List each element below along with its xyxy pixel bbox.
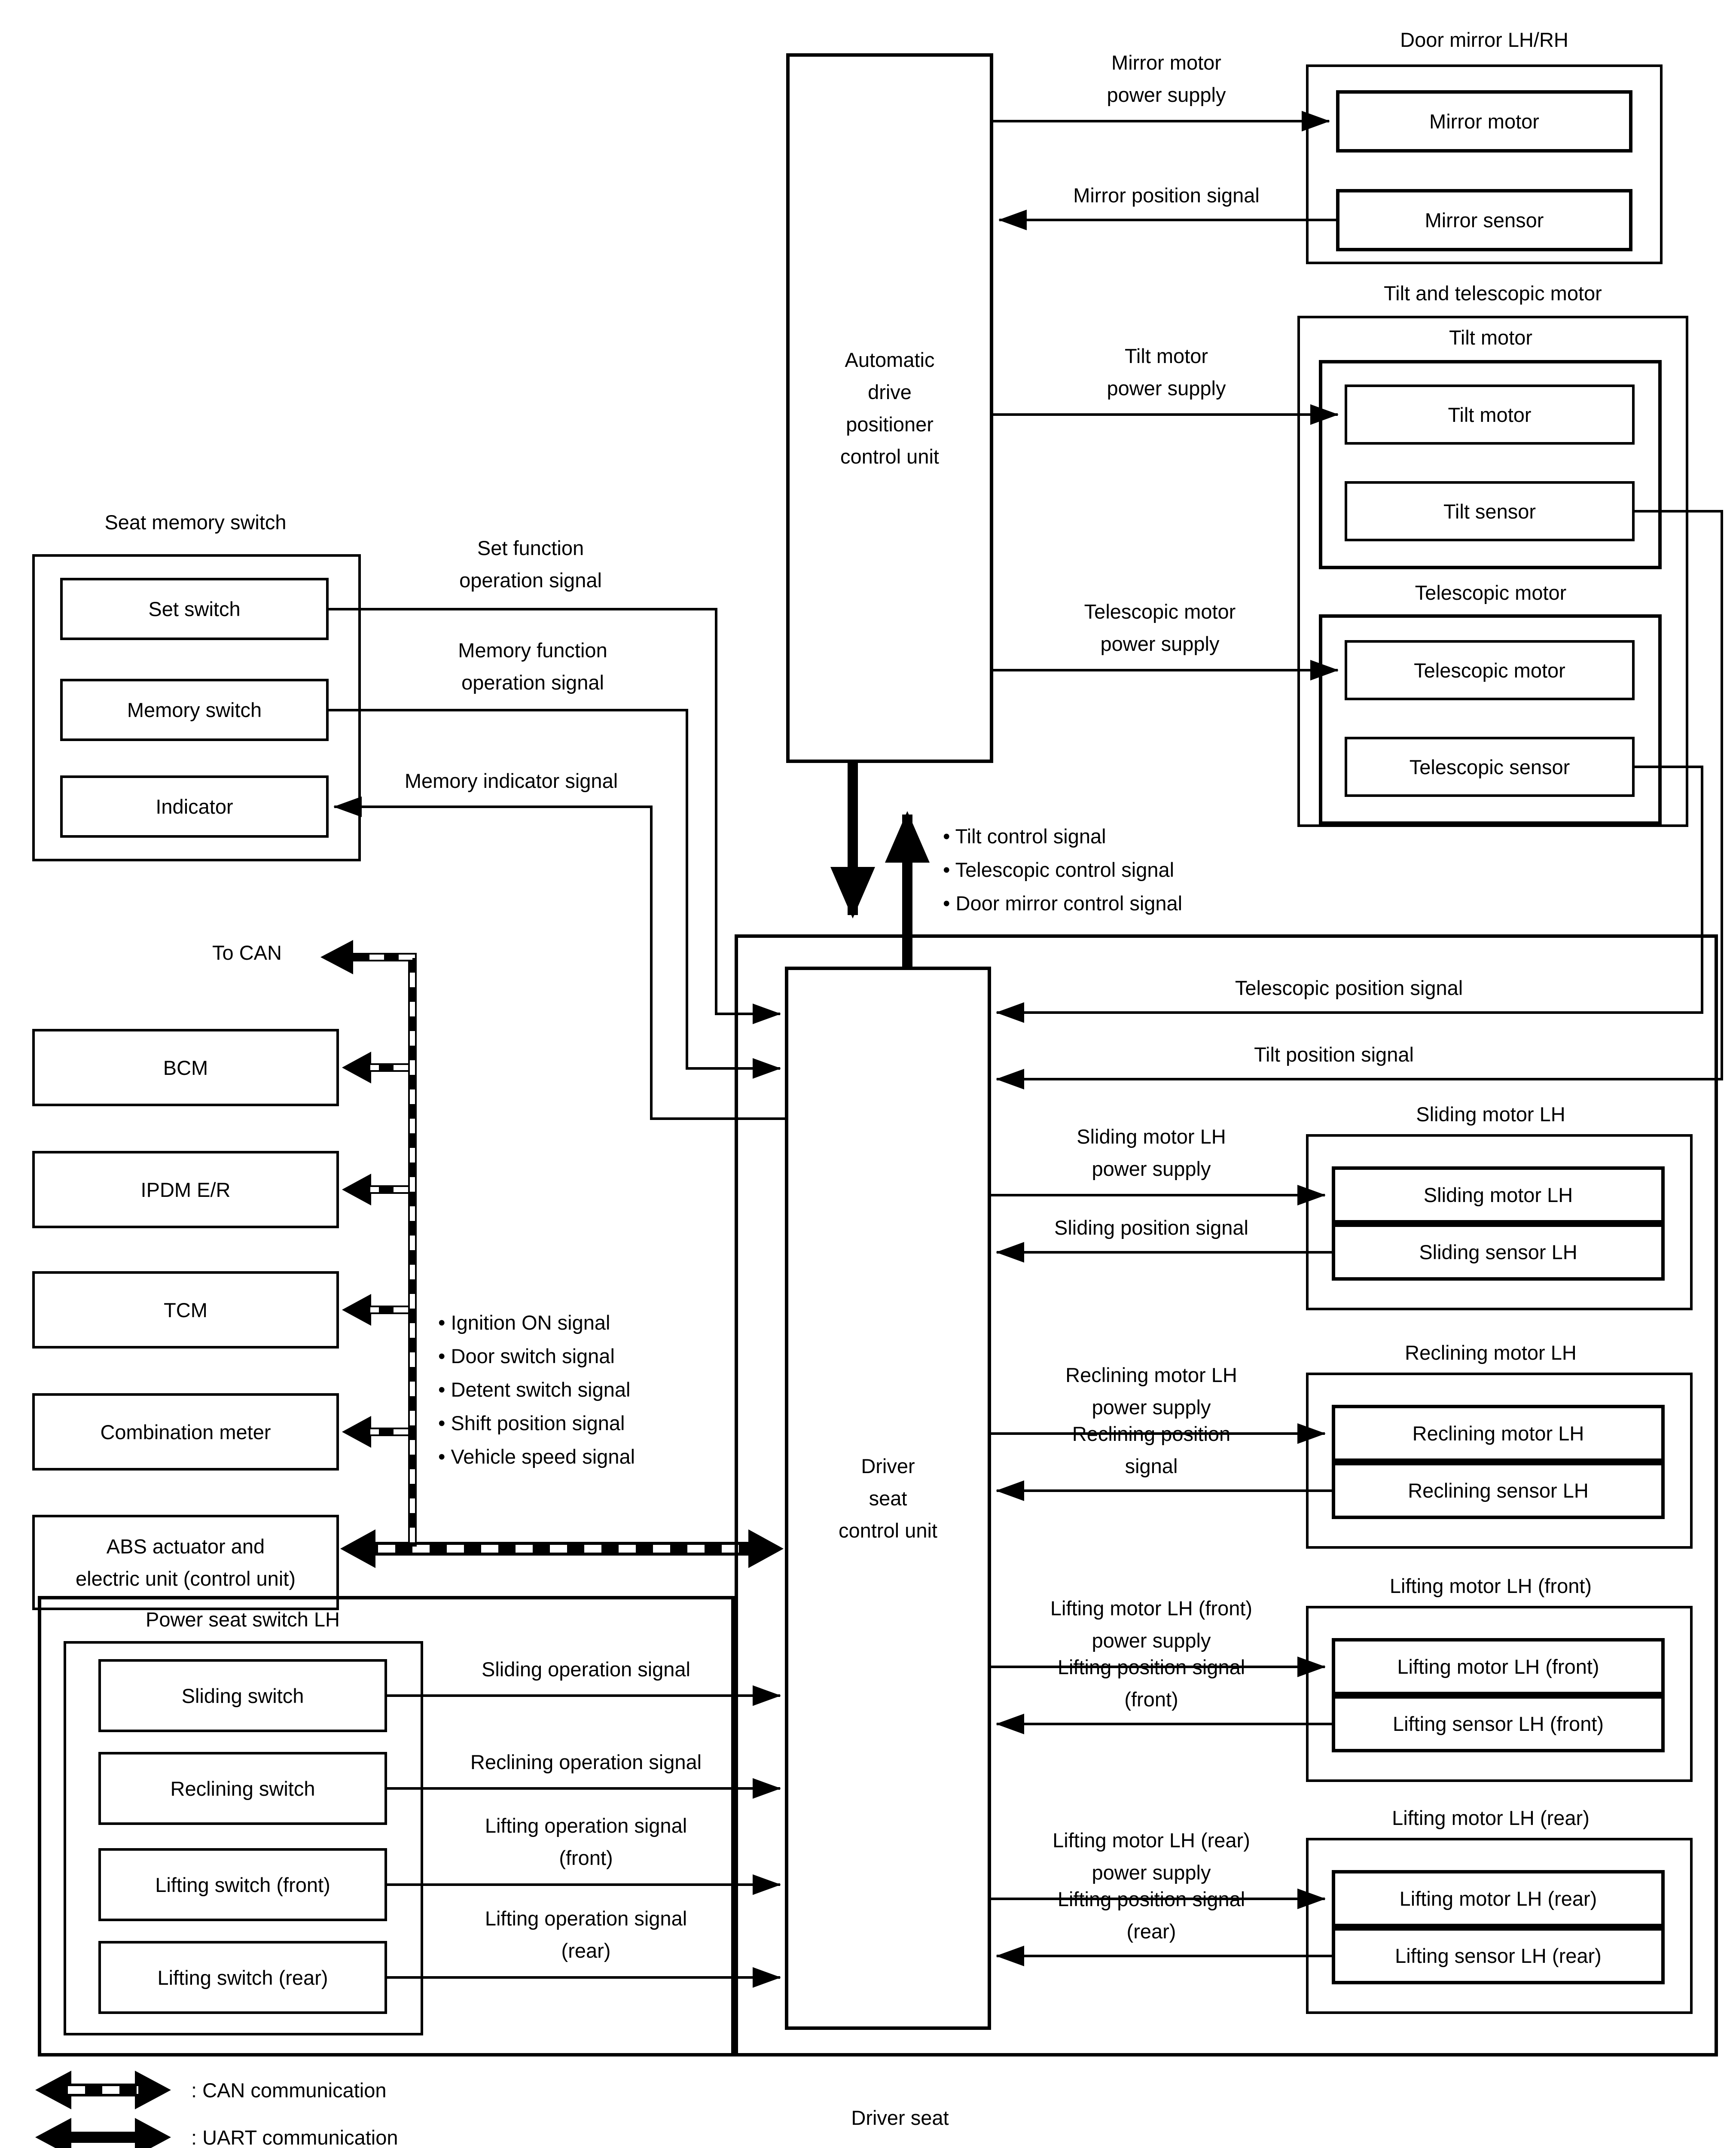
tilt-telescopic-title: Tilt and telescopic motor: [1384, 282, 1602, 305]
lifting-rear-motor-box: Lifting motor LH (rear): [1332, 1870, 1665, 1927]
reclining-motor-box: Reclining motor LH: [1332, 1405, 1665, 1462]
combination-meter-box: Combination meter: [32, 1393, 339, 1471]
sliding-switch-box: Sliding switch: [98, 1659, 387, 1732]
memory-indicator-label: Memory indicator signal: [404, 769, 618, 792]
can-signal-bullets: • Ignition ON signal • Door switch signa…: [438, 1311, 635, 1468]
tilt-sensor-box: Tilt sensor: [1345, 481, 1635, 541]
telescopic-motor-group-box: [1319, 614, 1662, 825]
door-mirror-box: [1306, 64, 1663, 264]
tilt-telescopic-box: [1297, 316, 1688, 827]
reclining-power-label: Reclining motor LH power supply: [1065, 1364, 1237, 1419]
lifting-switch-rear-box: Lifting switch (rear): [98, 1941, 387, 2014]
bcm-box: BCM: [32, 1029, 339, 1106]
power-seat-switch-title: Power seat switch LH: [146, 1608, 340, 1631]
tilt-motor-group-box: [1319, 360, 1662, 569]
tilt-position-label: Tilt position signal: [1254, 1043, 1414, 1066]
set-function-label: Set function operation signal: [459, 537, 602, 592]
driver-seat-container: [735, 934, 1718, 2056]
lifting-front-group-box: [1306, 1606, 1693, 1782]
sliding-motor-box: Sliding motor LH: [1332, 1166, 1665, 1224]
adp-control-unit: Automatic drive positioner control unit: [786, 53, 993, 763]
mirror-motor-box: Mirror motor: [1336, 90, 1632, 153]
reclining-position-label: Reclining position signal: [1072, 1422, 1231, 1477]
seat-memory-title: Seat memory switch: [104, 511, 287, 534]
legend-can-label: : CAN communication: [191, 2079, 387, 2102]
sliding-group-title: Sliding motor LH: [1416, 1103, 1565, 1126]
legend-uart-arrow: [35, 2118, 171, 2148]
tilt-motor-group-title: Tilt motor: [1449, 326, 1533, 349]
to-can-label: To CAN: [212, 941, 282, 964]
reclining-operation-label: Reclining operation signal: [470, 1751, 702, 1773]
indicator-box: Indicator: [60, 775, 329, 838]
legend-uart-label: : UART communication: [191, 2126, 398, 2148]
lifting-rear-power-label: Lifting motor LH (rear) power supply: [1053, 1829, 1250, 1884]
sliding-group-box: [1306, 1134, 1693, 1310]
control-signal-bullets: • Tilt control signal • Telescopic contr…: [943, 825, 1183, 915]
lifting-front-group-title: Lifting motor LH (front): [1389, 1574, 1592, 1597]
lifting-rear-sensor-box: Lifting sensor LH (rear): [1332, 1927, 1665, 1984]
door-mirror-title: Door mirror LH/RH: [1400, 28, 1568, 51]
telescopic-position-label: Telescopic position signal: [1235, 976, 1463, 999]
sliding-power-label: Sliding motor LH power supply: [1077, 1125, 1226, 1180]
telescopic-power-label: Telescopic motor power supply: [1084, 600, 1236, 655]
tilt-motor-box: Tilt motor: [1345, 384, 1635, 445]
mirror-position-label: Mirror position signal: [1073, 184, 1260, 207]
telescopic-sensor-box: Telescopic sensor: [1345, 737, 1635, 797]
lifting-front-operation-label: Lifting operation signal (front): [485, 1814, 687, 1869]
driver-seat-caption: Driver seat: [851, 2106, 949, 2129]
lifting-front-sensor-box: Lifting sensor LH (front): [1332, 1695, 1665, 1752]
set-switch-box: Set switch: [60, 578, 329, 640]
ipdm-box: IPDM E/R: [32, 1151, 339, 1228]
lifting-rear-group-box: [1306, 1838, 1693, 2014]
sliding-position-label: Sliding position signal: [1054, 1216, 1249, 1239]
power-seat-switch-outer: [38, 1596, 735, 2056]
abs-box: ABS actuator and electric unit (control …: [32, 1515, 339, 1610]
lifting-front-power-label: Lifting motor LH (front) power supply: [1050, 1597, 1253, 1652]
lifting-switch-front-box: Lifting switch (front): [98, 1848, 387, 1921]
lifting-rear-group-title: Lifting motor LH (rear): [1392, 1806, 1590, 1829]
seat-memory-box: [32, 554, 361, 861]
legend-can-arrow: [35, 2071, 171, 2109]
reclining-sensor-box: Reclining sensor LH: [1332, 1462, 1665, 1519]
lifting-rear-position-label: Lifting position signal (rear): [1057, 1888, 1245, 1943]
lifting-rear-operation-label: Lifting operation signal (rear): [485, 1907, 687, 1962]
driver-seat-control-unit: Driver seat control unit: [785, 967, 991, 2030]
lifting-front-motor-box: Lifting motor LH (front): [1332, 1638, 1665, 1695]
tilt-power-label: Tilt motor power supply: [1107, 345, 1226, 400]
power-seat-switch-inner: [64, 1641, 423, 2035]
reclining-switch-box: Reclining switch: [98, 1752, 387, 1825]
mirror-sensor-box: Mirror sensor: [1336, 189, 1632, 251]
sliding-sensor-box: Sliding sensor LH: [1332, 1224, 1665, 1281]
telescopic-motor-box: Telescopic motor: [1345, 640, 1635, 700]
telescopic-motor-group-title: Telescopic motor: [1415, 581, 1567, 604]
mirror-power-label: Mirror motor power supply: [1107, 51, 1226, 106]
sliding-operation-label: Sliding operation signal: [482, 1658, 690, 1681]
lifting-front-position-label: Lifting position signal (front): [1057, 1656, 1245, 1711]
memory-function-label: Memory function operation signal: [458, 639, 607, 694]
memory-switch-box: Memory switch: [60, 679, 329, 741]
reclining-group-title: Reclining motor LH: [1405, 1341, 1577, 1364]
reclining-group-box: [1306, 1373, 1693, 1549]
tcm-box: TCM: [32, 1271, 339, 1349]
